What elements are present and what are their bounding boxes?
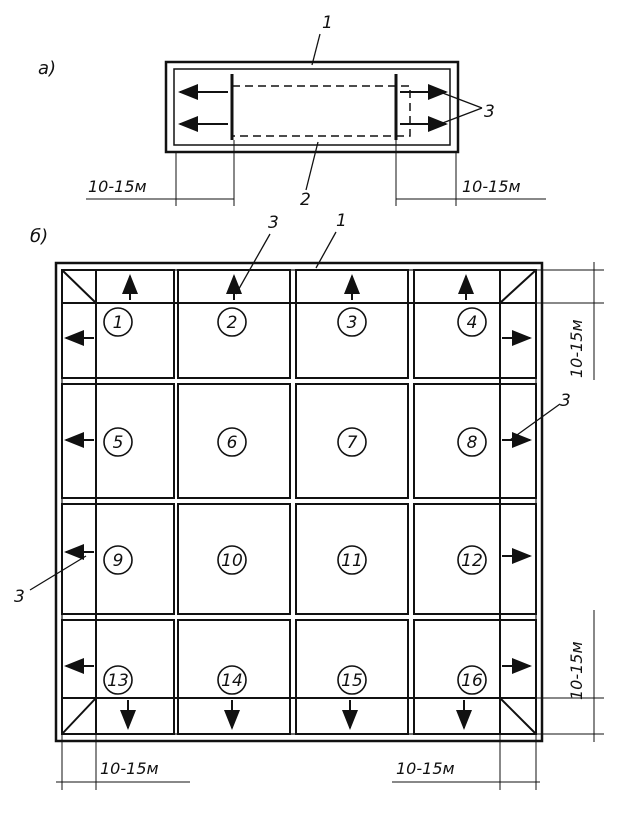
corner-diagonal-tr: [499, 269, 537, 304]
section-number: 1: [113, 313, 124, 333]
section-number: 8: [467, 433, 478, 453]
part-b-callout-1: 1: [336, 211, 347, 231]
section-cell: [413, 383, 537, 499]
section-number-circle: [337, 665, 367, 695]
part-a-callout-1: 1: [322, 13, 333, 33]
section-number-circle: [103, 307, 133, 337]
section-number: 2: [227, 313, 238, 333]
part-a-dim-left-text: 10-15м: [88, 177, 147, 196]
part-a-callout-3: 3: [484, 102, 495, 122]
dim-right-bottom-text: 10-15м: [567, 641, 586, 700]
section-number-circle: [103, 427, 133, 457]
corner-diagonal-tl: [61, 269, 97, 304]
section-number-circle: [103, 545, 133, 575]
section-cell: [413, 503, 537, 615]
corner-diagonal-bl: [61, 697, 97, 735]
part-a-outer-frame: [164, 60, 460, 154]
section-number: 11: [341, 551, 363, 571]
section-cell: [61, 619, 175, 735]
section-number-circle: [457, 427, 487, 457]
part-b-callout-3-right: 3: [560, 391, 571, 411]
section-number: 9: [113, 551, 124, 571]
part-a-dim-right-text: 10-15м: [462, 177, 521, 196]
part-a-leader-3a: [439, 91, 483, 109]
part-b-leader-3-top: [235, 233, 271, 295]
part-a-dashed-area: [231, 85, 411, 137]
section-number: 16: [461, 671, 483, 691]
section-number: 4: [467, 313, 478, 333]
section-cell: [295, 619, 409, 735]
section-number-circle: [217, 307, 247, 337]
part-b-outer-frame: [54, 261, 544, 743]
part-a-label: а): [38, 58, 56, 79]
section-number-circle: [217, 427, 247, 457]
section-cell: [61, 383, 175, 499]
section-cell: [177, 619, 291, 735]
part-a-diagram: а) 1 2 3 10-15м 10-15м: [38, 13, 546, 210]
section-number: 15: [341, 671, 363, 691]
section-number: 5: [113, 433, 124, 453]
section-number: 10: [221, 551, 243, 571]
section-number-circle: [337, 545, 367, 575]
section-cell: [413, 619, 537, 735]
part-a-leader-3b: [439, 107, 483, 125]
section-cell: [413, 269, 537, 379]
section-number-circle: [337, 427, 367, 457]
part-a-leader-2: [305, 141, 319, 191]
part-a-callout-2: 2: [300, 190, 311, 210]
section-number-circle: [457, 307, 487, 337]
section-number-circle: [337, 307, 367, 337]
dim-bottom-left-text: 10-15м: [100, 759, 159, 778]
part-b-callout-3-left: 3: [14, 587, 25, 607]
part-b-leader-3-right: [509, 403, 561, 441]
part-b-leader-1: [315, 231, 337, 269]
section-number-circle: [103, 665, 133, 695]
section-number-circle: [457, 665, 487, 695]
section-number: 3: [347, 313, 358, 333]
part-b-label: б): [30, 226, 48, 247]
section-cell: [61, 503, 175, 615]
section-number: 6: [227, 433, 238, 453]
dim-right-top-text: 10-15м: [567, 319, 586, 378]
section-number: 14: [221, 671, 243, 691]
section-cell: [61, 269, 175, 379]
corner-diagonal-br: [499, 697, 537, 735]
section-number: 12: [461, 551, 483, 571]
section-number-circle: [217, 545, 247, 575]
part-b-callout-3-top: 3: [268, 213, 279, 233]
section-number-circle: [217, 665, 247, 695]
dim-bottom-right-text: 10-15м: [396, 759, 455, 778]
section-cell: [177, 383, 291, 499]
section-cell: [295, 503, 409, 615]
section-cell: [295, 269, 409, 379]
section-number-circle: [457, 545, 487, 575]
section-cell: [295, 383, 409, 499]
part-a-leader-1: [311, 33, 321, 66]
section-cell: [177, 269, 291, 379]
part-b-leader-3-left: [29, 555, 87, 591]
section-number: 13: [107, 671, 129, 691]
part-a-inner-frame: [173, 68, 451, 146]
section-number: 7: [347, 433, 358, 453]
section-cell: [177, 503, 291, 615]
part-b-inner-frame: [61, 269, 537, 735]
